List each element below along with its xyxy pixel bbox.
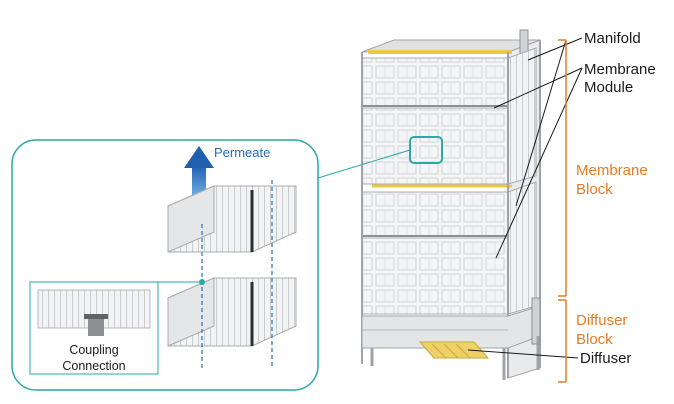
inset-bubble xyxy=(11,139,319,391)
coupling-detail xyxy=(29,281,159,375)
membrane-block-label-line2: Block xyxy=(576,181,613,198)
coupling-label-line1: Coupling xyxy=(69,343,119,357)
diffuser-block-label-line1: Diffuser xyxy=(576,312,628,329)
diffuser-label: Diffuser xyxy=(580,350,632,367)
inset-upper-module xyxy=(167,185,297,253)
diffuser-block xyxy=(361,297,541,359)
membrane-block-label-line1: Membrane xyxy=(576,162,648,179)
coupling-label-line2: Connection xyxy=(62,359,126,373)
upper-membrane-block xyxy=(361,47,537,185)
membrane-module-label-line2: Module xyxy=(584,79,634,96)
permeate-label: Permeate xyxy=(214,145,271,160)
manifold-label: Manifold xyxy=(584,30,641,47)
membrane-module-label-line1: Membrane xyxy=(584,61,656,78)
inset-connector xyxy=(317,149,411,179)
leader-lines xyxy=(467,37,583,359)
diffuser-block-label-line2: Block xyxy=(576,331,613,348)
mbr-unit xyxy=(361,29,541,380)
lower-membrane-block xyxy=(361,181,537,315)
diffuser-grid xyxy=(418,341,490,359)
block-brackets xyxy=(558,39,567,383)
